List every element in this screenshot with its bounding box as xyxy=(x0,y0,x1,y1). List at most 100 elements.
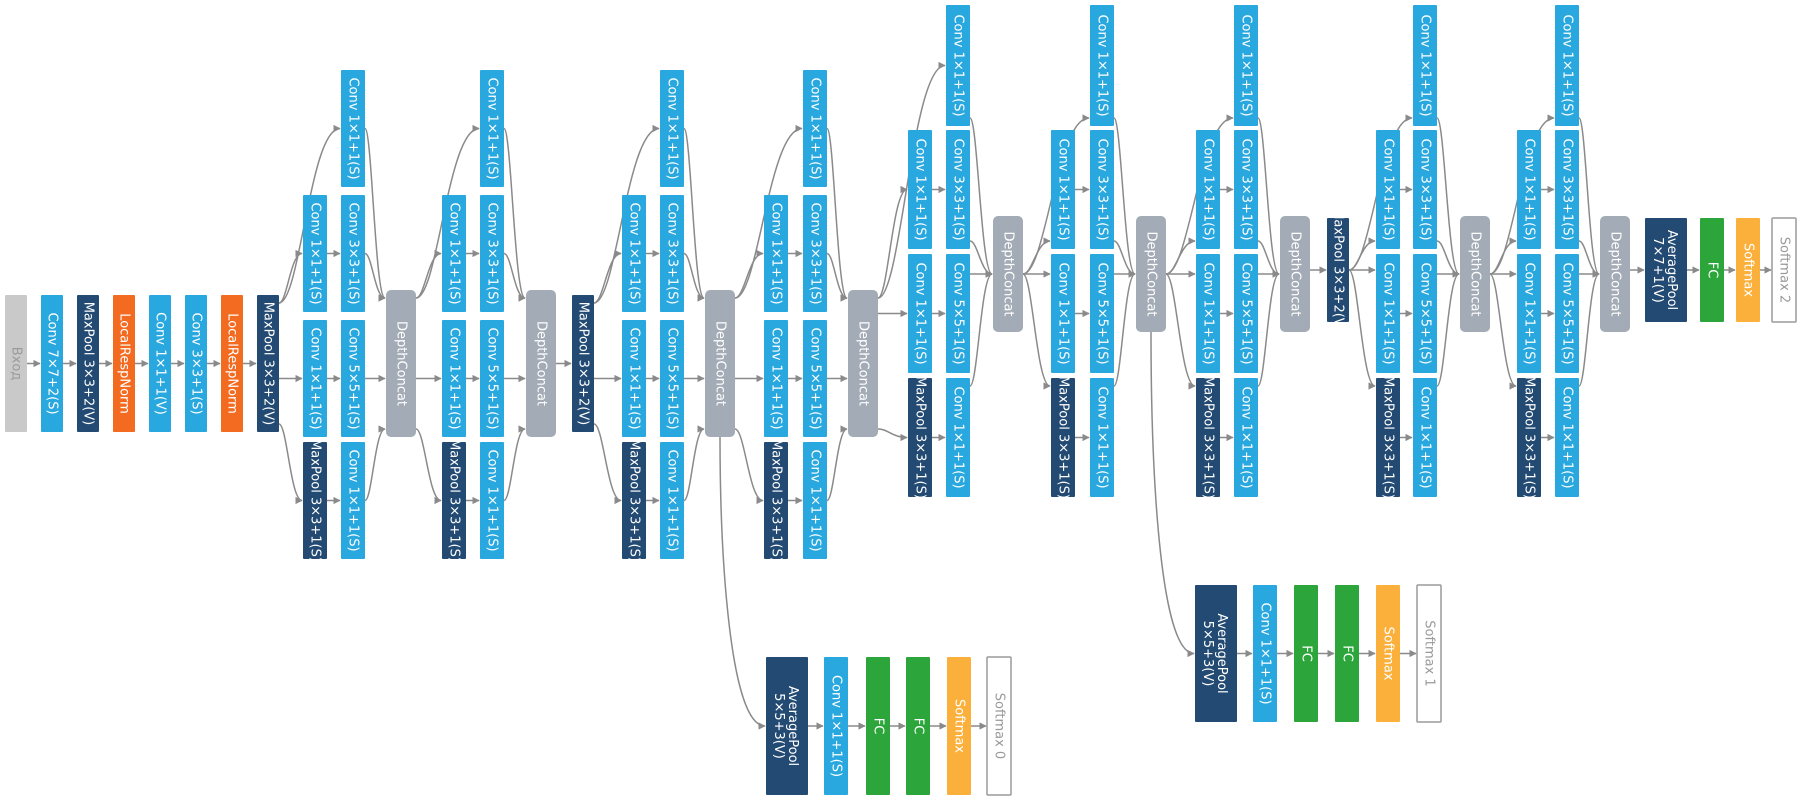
node-inc4c-conv1x1-a: Conv 1×1+1(S) xyxy=(946,5,970,126)
inc5b-conv1x1-a-label: Conv 1×1+1(S) xyxy=(1560,14,1575,116)
inc3a-conv1x1-a-label: Conv 1×1+1(S) xyxy=(346,77,361,179)
inc4c-reduce-5x5-box xyxy=(908,254,932,373)
inc4b-reduce-5x5-box xyxy=(764,320,788,437)
node-inc3a-conv1x1-a: Conv 1×1+1(S) xyxy=(341,70,365,187)
inc3b-pool-proj-box xyxy=(480,442,504,559)
edge-inc4d-pool-proj-to-inc4d-concat xyxy=(1113,270,1136,387)
node-inc4c-pool-proj: Conv 1×1+1(S) xyxy=(946,378,970,497)
inc4a-concat-label: DepthConcat xyxy=(713,321,728,406)
inc4a-reduce-5x5-box xyxy=(622,320,646,437)
node-output-softmax0: Softmax 0 xyxy=(986,656,1012,796)
inc4e-conv5x5-label: Conv 5×5+1(S) xyxy=(1239,262,1254,364)
node-inc4b-concat: DepthConcat xyxy=(848,290,878,437)
inc5a-reduce-3x3-box xyxy=(1376,130,1400,249)
edge-inc3a-conv3x3-to-inc3a-concat xyxy=(364,252,386,302)
node-inc5b-conv1x1-a: Conv 1×1+1(S) xyxy=(1555,5,1579,126)
conv-aux0-label: Conv 1×1+1(S) xyxy=(829,675,844,777)
maxpool2-label: MaxPool 3×3+2(V) xyxy=(261,302,276,426)
inc4e-conv3x3-box xyxy=(1234,130,1258,249)
avgpool-aux1-box xyxy=(1195,585,1237,722)
inc3a-conv1x1-a-box xyxy=(341,70,365,187)
node-inc4e-reduce-5x5: Conv 1×1+1(S) xyxy=(1196,254,1220,373)
node-output-softmax2: Softmax 2 xyxy=(1771,217,1797,323)
edge-inc5a-concat-to-inc5b-maxpool xyxy=(1489,273,1517,390)
edge-inc3b-conv3x3-to-inc3b-concat xyxy=(503,252,526,302)
node-inc4d-reduce-3x3: Conv 1×1+1(S) xyxy=(1051,130,1075,249)
node-inc5a-concat: DepthConcat xyxy=(1460,216,1490,332)
lrn2-label: LocalRespNorm xyxy=(225,313,240,414)
edge-inc4d-conv1x1-a-to-inc4d-concat xyxy=(1113,117,1136,278)
edge-inc5b-pool-proj-to-inc5b-concat xyxy=(1578,270,1600,387)
conv1x1-box xyxy=(149,295,171,432)
node-fc1-aux1: FC xyxy=(1294,585,1318,722)
inc4c-pool-proj-label: Conv 1×1+1(S) xyxy=(951,386,966,488)
fc2-aux1-label: FC xyxy=(1340,645,1355,662)
node-inc5b-conv3x3: Conv 3×3+1(S) xyxy=(1555,130,1579,249)
node-inc4b-conv3x3: Conv 3×3+1(S) xyxy=(803,195,827,312)
edge-inc5b-conv1x1-a-to-inc5b-concat xyxy=(1578,117,1600,278)
inc4d-concat-box xyxy=(1136,216,1166,332)
node-fc2-aux1: FC xyxy=(1335,585,1359,722)
edge-inc4d-concat-to-inc4e-reduce-3x3 xyxy=(1165,237,1196,275)
edge-inc5a-concat-to-inc5b-reduce-3x3 xyxy=(1489,237,1517,275)
inc4d-maxpool-label: MaxPool 3×3+1(S) xyxy=(1056,376,1071,499)
inc5b-conv3x3-box xyxy=(1555,130,1579,249)
node-inc4a-pool-proj: Conv 1×1+1(S) xyxy=(660,442,684,559)
inc5b-maxpool-label: MaxPool 3×3+1(S) xyxy=(1522,376,1537,499)
lrn1-box xyxy=(113,295,135,432)
inc3b-reduce-5x5-box xyxy=(442,320,466,437)
inc3b-conv3x3-box xyxy=(480,195,504,312)
inc5a-concat-box xyxy=(1460,216,1490,332)
inc4b-conv3x3-label: Conv 3×3+1(S) xyxy=(808,202,823,304)
inc5b-concat-label: DepthConcat xyxy=(1608,231,1623,316)
fc2-aux0-box xyxy=(906,657,930,795)
inc3b-concat-box xyxy=(526,290,556,437)
conv-aux1-label: Conv 1×1+1(S) xyxy=(1258,602,1273,704)
edge-inc4a-concat-to-inc4b-maxpool xyxy=(734,428,764,505)
inc4d-pool-proj-label: Conv 1×1+1(S) xyxy=(1095,386,1110,488)
node-inc4e-maxpool: MaxPool 3×3+1(S) xyxy=(1196,376,1220,499)
inc4b-reduce-3x3-box xyxy=(764,195,788,312)
inc3a-concat-box xyxy=(386,290,416,437)
inc3a-pool-proj-label: Conv 1×1+1(S) xyxy=(346,449,361,551)
inc4d-reduce-3x3-box xyxy=(1051,130,1075,249)
inc4e-pool-proj-box xyxy=(1234,378,1258,497)
inc4b-maxpool-box xyxy=(764,442,788,559)
node-inc4d-conv5x5: Conv 5×5+1(S) xyxy=(1090,254,1114,373)
node-inc4b-conv5x5: Conv 5×5+1(S) xyxy=(803,320,827,437)
maxpool3-label: MaxPool 3×3+2(V) xyxy=(576,302,591,426)
node-inc4d-reduce-5x5: Conv 1×1+1(S) xyxy=(1051,254,1075,373)
avgpool-final-label: AveragePool7×7+1(V) xyxy=(1650,230,1679,310)
inc3a-maxpool-box xyxy=(303,442,327,559)
inc4d-conv3x3-box xyxy=(1090,130,1114,249)
edge-inc3b-pool-proj-to-inc3b-concat xyxy=(503,425,526,502)
node-inc5b-concat: DepthConcat xyxy=(1600,216,1630,332)
inc4b-maxpool-label: MaxPool 3×3+1(S) xyxy=(769,439,784,562)
edge-inc4a-pool-proj-to-inc4a-concat xyxy=(683,425,705,502)
output-softmax0-box xyxy=(986,656,1012,796)
node-inc4a-concat: DepthConcat xyxy=(705,290,735,437)
inc4a-pool-proj-box xyxy=(660,442,684,559)
node-softmax-final: Softmax xyxy=(1736,218,1760,322)
node-inc4c-conv5x5: Conv 5×5+1(S) xyxy=(946,254,970,373)
inc4b-pool-proj-box xyxy=(803,442,827,559)
inc4c-conv5x5-box xyxy=(946,254,970,373)
output-softmax2-label: Softmax 2 xyxy=(1777,237,1792,303)
edge-maxpool3-to-inc4a-maxpool xyxy=(593,423,622,505)
inc3b-conv1x1-a-label: Conv 1×1+1(S) xyxy=(485,77,500,179)
node-inc3a-reduce-5x5: Conv 1×1+1(S) xyxy=(303,320,327,437)
inc3a-conv5x5-label: Conv 5×5+1(S) xyxy=(346,327,361,429)
node-inc4c-concat: DepthConcat xyxy=(993,216,1023,332)
inc4c-conv1x1-a-box xyxy=(946,5,970,126)
node-inc4d-conv1x1-a: Conv 1×1+1(S) xyxy=(1090,5,1114,126)
inc4a-conv5x5-box xyxy=(660,320,684,437)
node-inc4d-conv3x3: Conv 3×3+1(S) xyxy=(1090,130,1114,249)
node-output-softmax1: Softmax 1 xyxy=(1416,584,1442,723)
inc4b-conv5x5-label: Conv 5×5+1(S) xyxy=(808,327,823,429)
inc4c-conv5x5-label: Conv 5×5+1(S) xyxy=(951,262,966,364)
node-inc4b-reduce-5x5: Conv 1×1+1(S) xyxy=(764,320,788,437)
node-inc4e-conv3x3: Conv 3×3+1(S) xyxy=(1234,130,1258,249)
inc5a-reduce-5x5-box xyxy=(1376,254,1400,373)
node-inc3a-conv3x3: Conv 3×3+1(S) xyxy=(341,195,365,312)
node-input: Вход xyxy=(5,295,27,432)
